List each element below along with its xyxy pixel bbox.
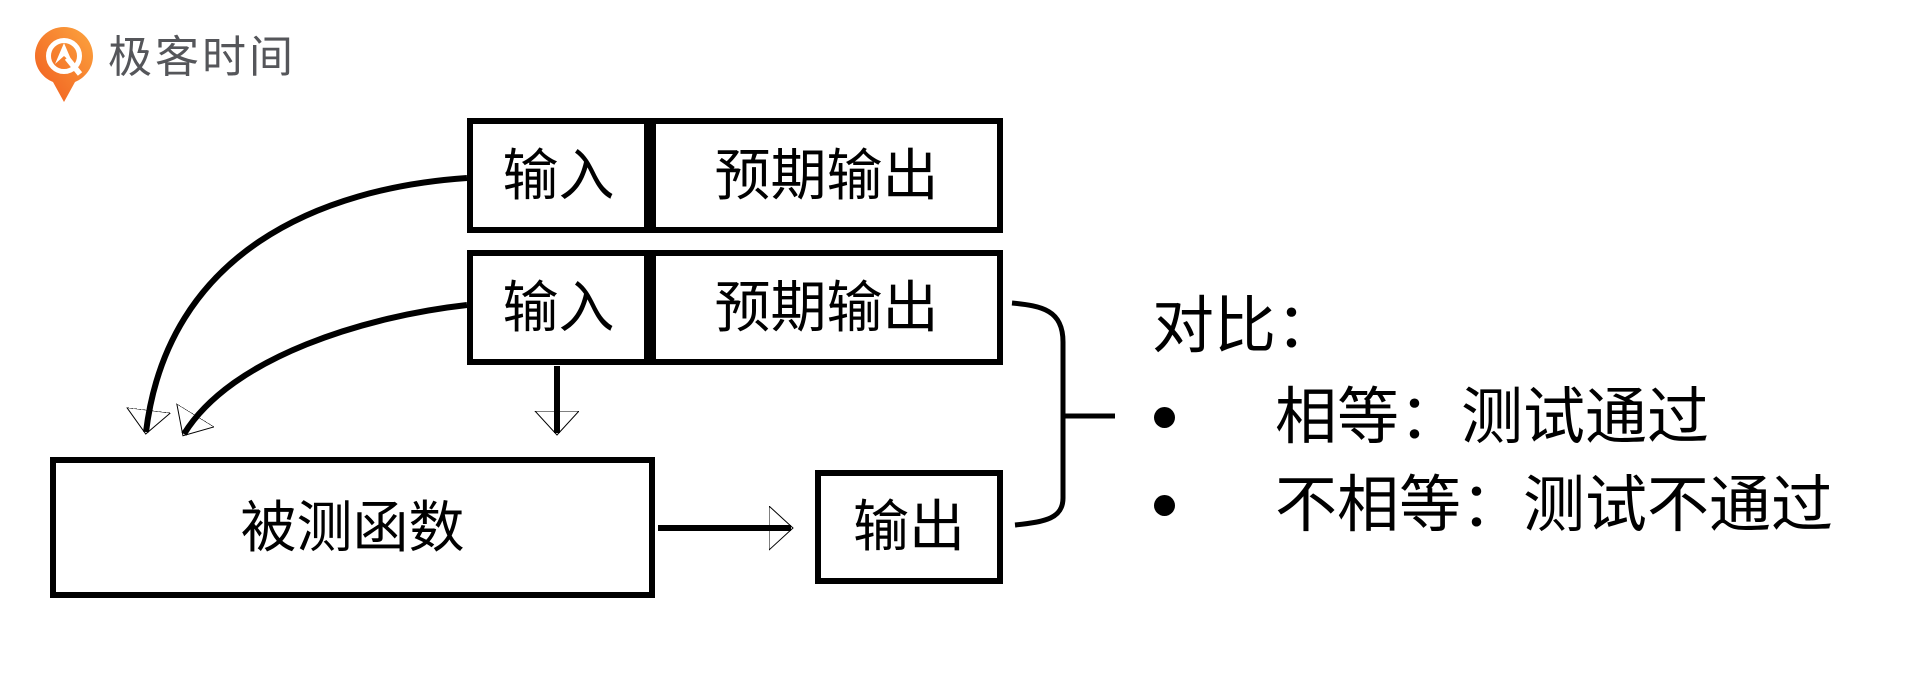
test-case-2-expected-output-box: 预期输出 [650,250,1003,365]
output-box: 输出 [815,470,1003,584]
logo: 极客时间 [34,26,296,104]
comparison-note: 对比： 相等：测试通过 不相等：测试不通过 [1152,290,1833,556]
bullet-icon [1154,407,1175,428]
function-under-test-box: 被测函数 [50,457,655,598]
brace-right-icon [1011,300,1066,528]
comparison-title: 对比： [1152,292,1339,361]
test-case-1-input-box: 输入 [467,118,650,233]
comparison-item-equal-text: 相等：测试通过 [1275,383,1710,452]
comparison-item-equal: 相等：测试通过 [1152,380,1833,455]
bullet-icon [1154,495,1175,516]
test-case-2-input-box: 输入 [467,250,650,365]
arrow-input2-to-function [184,302,468,434]
geektime-logo-icon [35,27,93,102]
test-case-1-expected-output-box: 预期输出 [650,118,1003,233]
comparison-item-not-equal: 不相等：测试不通过 [1152,468,1833,543]
logo-brand-text: 极客时间 [108,33,296,82]
arrow-input1-to-function [146,175,468,432]
comparison-item-not-equal-text: 不相等：测试不通过 [1275,471,1834,540]
